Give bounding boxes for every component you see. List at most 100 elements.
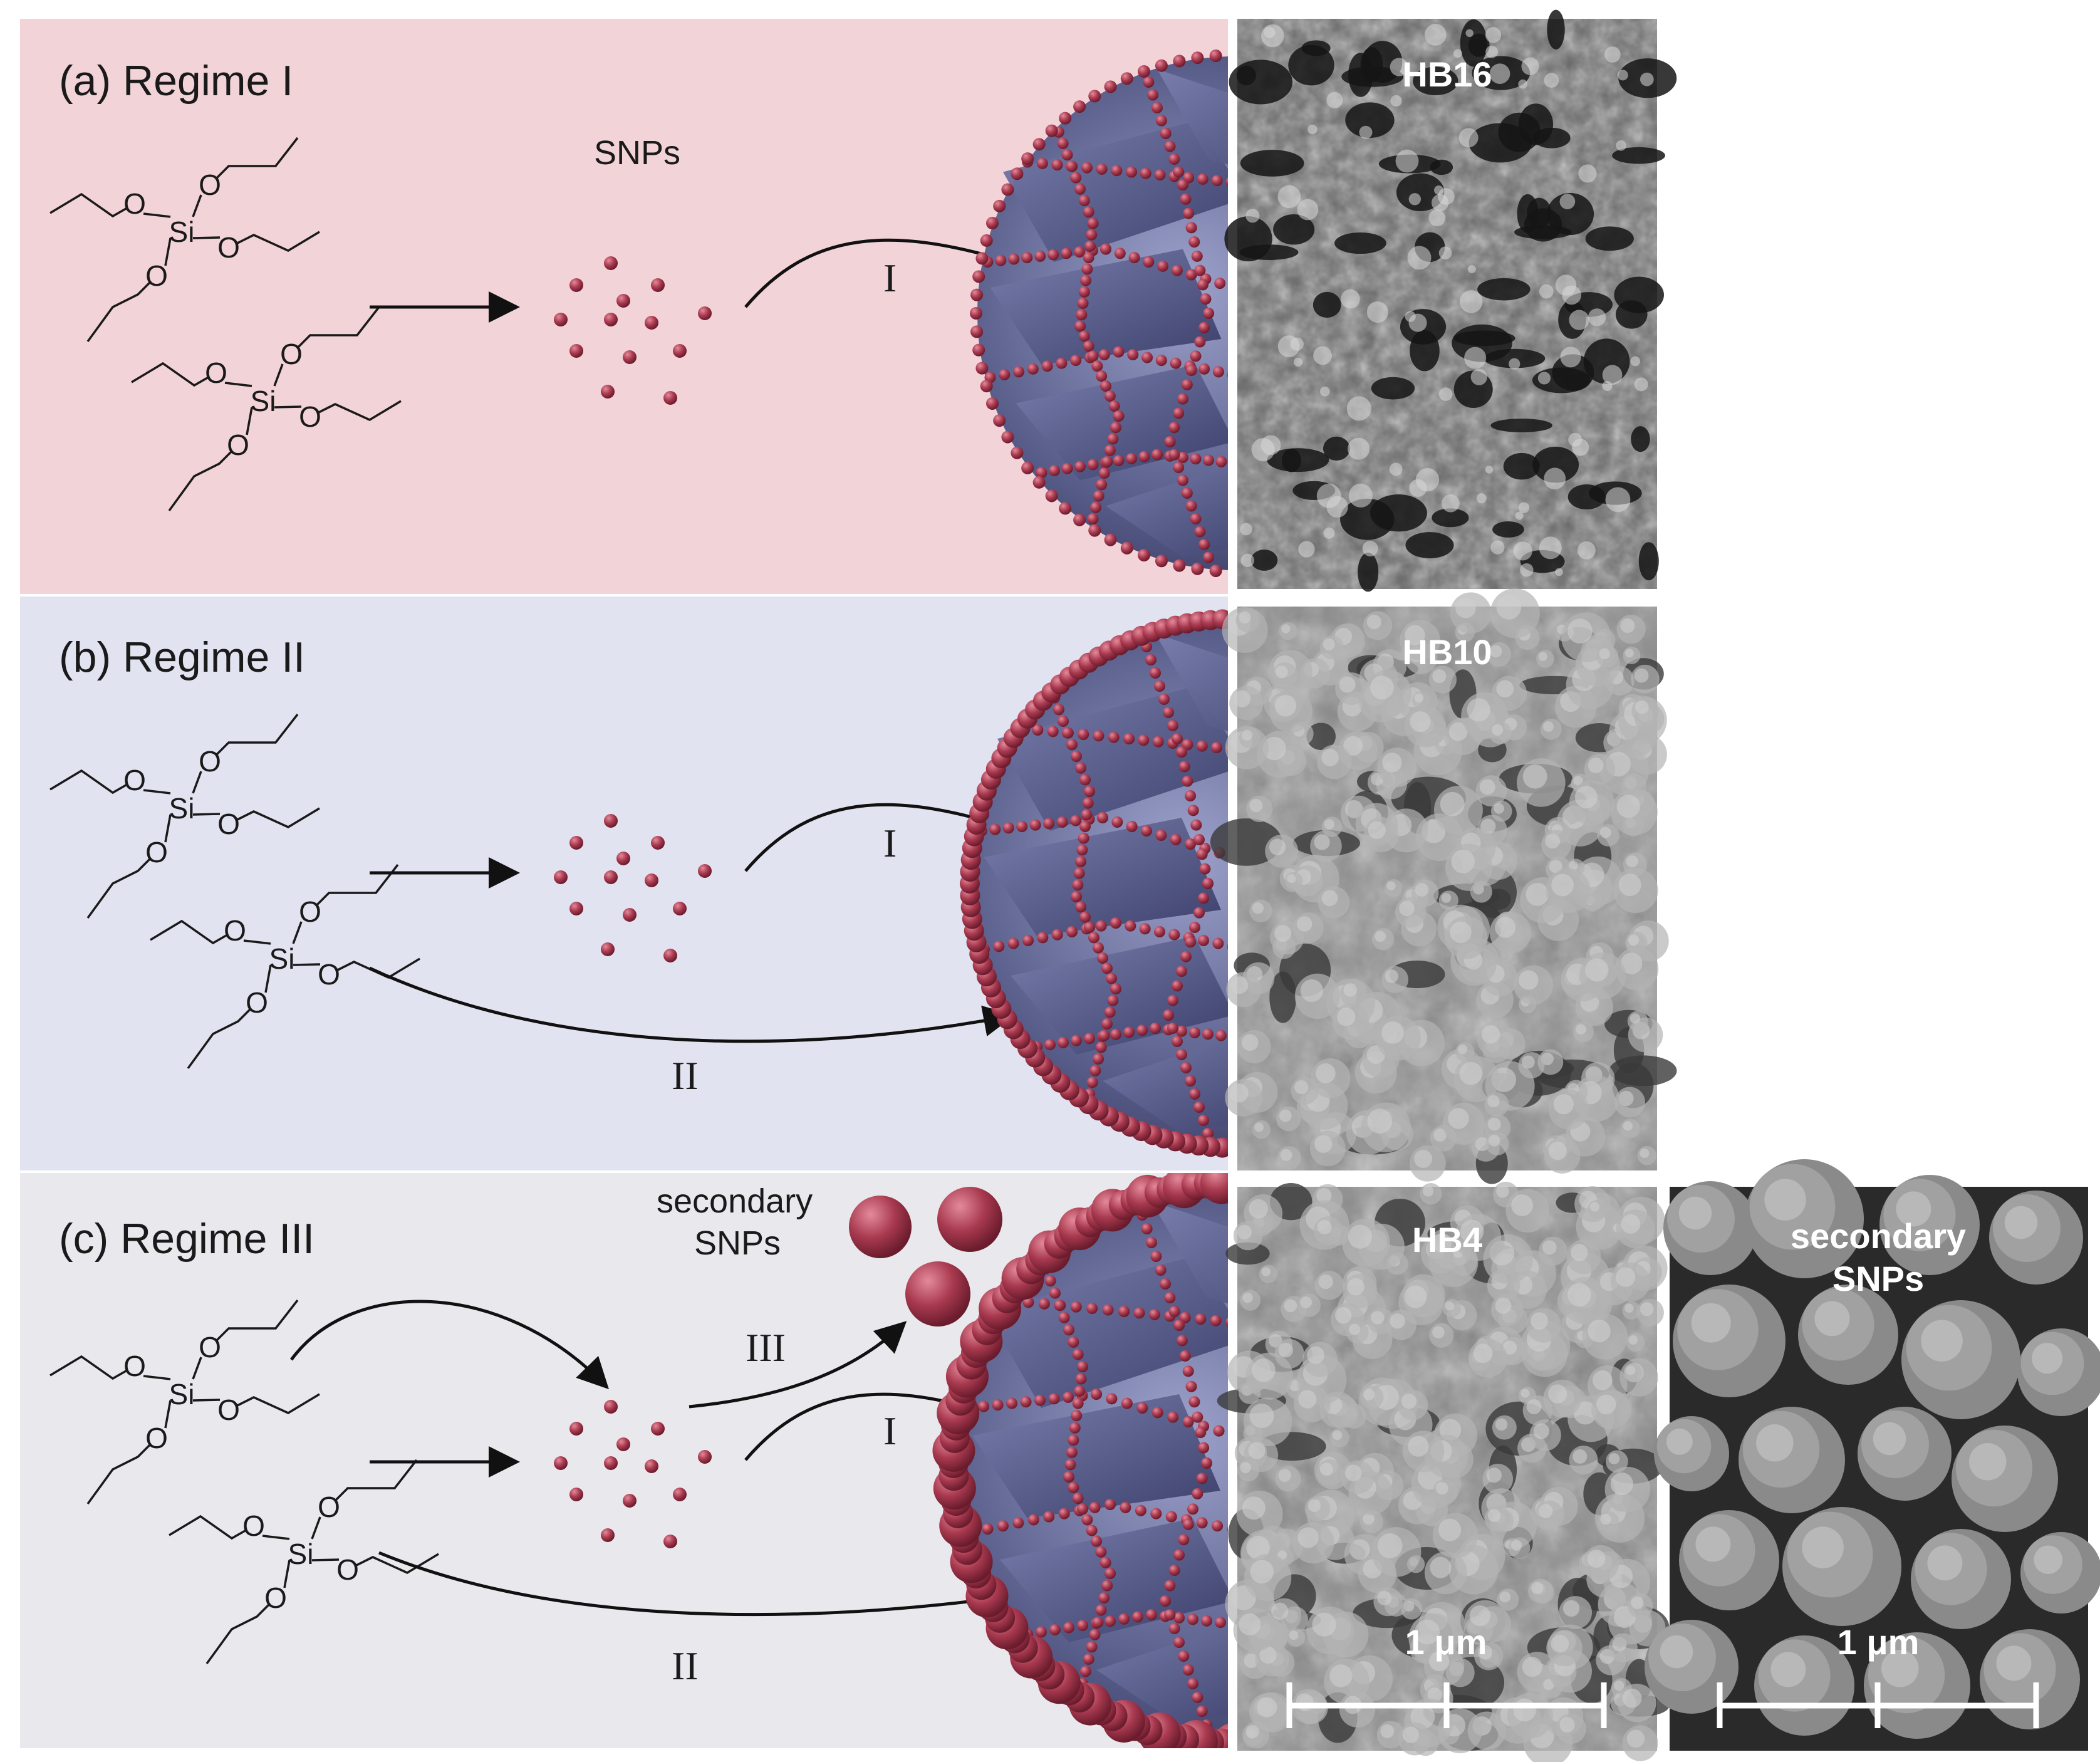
snp-particle <box>698 864 712 878</box>
silicon-atom: Si <box>251 385 276 417</box>
oxygen-atom: O <box>336 1553 359 1586</box>
label-secondary-snps-line2: SNPs <box>694 1224 781 1262</box>
oxygen-atom: O <box>145 1422 168 1454</box>
snp-particle <box>616 1437 630 1451</box>
oxygen-atom: O <box>205 357 227 389</box>
oxygen-atom: O <box>242 1509 265 1542</box>
snp-particle <box>651 278 665 292</box>
panel-c-title: (c) Regime III <box>59 1215 314 1263</box>
oxygen-atom: O <box>246 986 268 1019</box>
oxygen-atom: O <box>217 808 240 840</box>
snp-particle <box>569 836 583 850</box>
silicon-atom: Si <box>288 1538 314 1570</box>
snp-particle <box>604 870 618 884</box>
arrow-c-route-iii <box>689 1321 907 1409</box>
snp-particle <box>616 294 630 308</box>
snp-particle <box>673 344 687 358</box>
oxygen-atom: O <box>145 259 168 292</box>
snp-particle <box>651 836 665 850</box>
snp-particle <box>601 942 615 956</box>
snp-particle <box>604 1400 618 1414</box>
sem-image-secondary-snps: secondary SNPs 1 μm <box>1645 1159 2100 1751</box>
snp-particle <box>569 278 583 292</box>
snp-particle <box>604 256 618 270</box>
oxygen-atom: O <box>264 1582 287 1614</box>
oxygen-atom: O <box>123 1350 146 1382</box>
snp-particle <box>554 1456 568 1470</box>
snp-particle <box>569 902 583 915</box>
sem-image-hb16: HB16 <box>1224 9 1677 592</box>
oxygen-atom: O <box>224 914 246 947</box>
silicon-atom: Si <box>169 792 195 825</box>
oxygen-atom: O <box>280 338 303 370</box>
scale-bar-label-secondary: 1 μm <box>1838 1622 1920 1662</box>
secondary-snp-sphere <box>905 1261 970 1327</box>
label-secondary-snps-line1: secondary <box>657 1182 813 1220</box>
sem-label-secondary-line1: secondary <box>1791 1216 1966 1256</box>
snp-particle <box>604 313 618 326</box>
sem-label-secondary-line2: SNPs <box>1832 1259 1924 1298</box>
oxygen-atom: O <box>123 187 146 220</box>
oxygen-atom: O <box>123 764 146 796</box>
oxygen-atom: O <box>217 231 240 264</box>
oxygen-atom: O <box>299 895 321 928</box>
oxygen-atom: O <box>145 836 168 868</box>
snp-cluster <box>554 814 712 962</box>
scale-bar-hb4 <box>1286 1682 1607 1728</box>
snp-particle <box>569 1422 583 1436</box>
sem-label-hb10: HB10 <box>1402 632 1492 672</box>
snp-particle <box>569 344 583 358</box>
oxygen-atom: O <box>199 169 221 201</box>
label-c-iii: III <box>746 1325 786 1370</box>
snp-particle <box>663 949 677 962</box>
arrow-c-route-ii <box>378 1551 1015 1617</box>
snp-particle <box>663 1535 677 1548</box>
core-particle-c <box>932 1173 1228 1748</box>
secondary-snp-sphere <box>937 1187 1002 1252</box>
oxygen-atom: O <box>199 1331 221 1363</box>
oxygen-atom: O <box>217 1394 240 1426</box>
silicon-atom: Si <box>269 942 295 975</box>
label-snps: SNPs <box>594 134 680 172</box>
oxygen-atom: O <box>318 1491 340 1523</box>
snp-particle <box>604 814 618 828</box>
label-b-i: I <box>883 821 897 865</box>
scale-bar-secondary <box>1717 1682 2039 1728</box>
panel-a-title: (a) Regime I <box>59 57 293 105</box>
panel-b-title: (b) Regime II <box>59 633 305 681</box>
snp-particle <box>673 1488 687 1501</box>
snp-particle <box>601 385 615 399</box>
snp-particle <box>623 350 637 364</box>
arrow-b-route-ii <box>368 966 1015 1043</box>
silicon-atom: Si <box>169 1378 195 1410</box>
sem-image-hb10: HB10 <box>1210 588 1677 1184</box>
snp-particle <box>645 316 658 330</box>
sem-label-hb4: HB4 <box>1412 1220 1482 1259</box>
secondary-snp-sphere <box>849 1196 912 1258</box>
core-particle-a <box>970 50 1228 577</box>
snp-particle <box>616 852 630 865</box>
label-c-ii: II <box>672 1644 699 1688</box>
snp-particle <box>645 873 658 887</box>
snp-particle <box>554 870 568 884</box>
label-c-i: I <box>883 1409 897 1453</box>
snp-particle <box>623 1494 637 1508</box>
label-a-i: I <box>883 256 897 300</box>
sem-image-hb4: HB4 1 μm <box>1217 1181 1670 1762</box>
snp-cluster <box>554 1400 712 1548</box>
snp-particle <box>673 902 687 915</box>
snp-particle <box>554 313 568 326</box>
snp-particle <box>651 1422 665 1436</box>
snp-particle <box>698 1450 712 1464</box>
oxygen-atom: O <box>227 429 249 461</box>
scale-bar-label-hb4: 1 μm <box>1405 1622 1487 1662</box>
snp-particle <box>623 908 637 922</box>
arrow-c-top <box>289 1300 609 1390</box>
snp-particle <box>645 1459 658 1473</box>
snp-particle <box>569 1488 583 1501</box>
oxygen-atom: O <box>318 958 340 991</box>
